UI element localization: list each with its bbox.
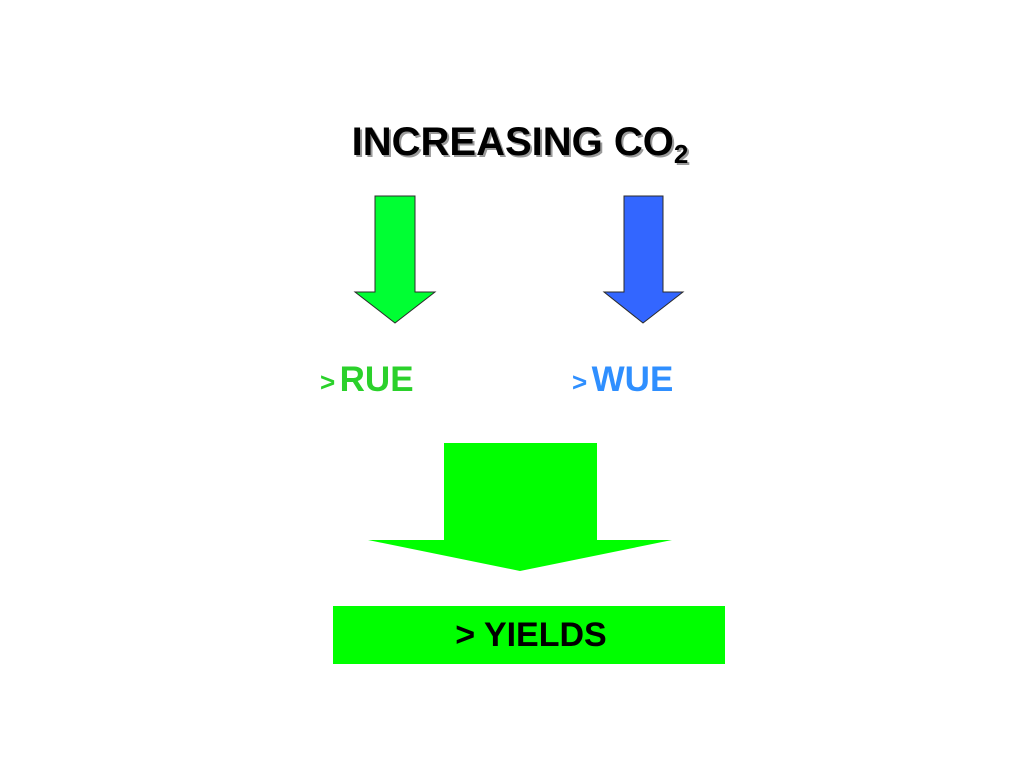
wue-label: > WUE — [572, 360, 673, 400]
slide-title: INCREASING CO2 — [0, 120, 1024, 170]
yields-down-arrow — [368, 443, 672, 571]
rue-down-arrow — [353, 195, 437, 324]
rue-label: > RUE — [320, 360, 414, 400]
yields-box: > YIELDS — [333, 606, 725, 664]
rue-prefix: > — [320, 367, 336, 397]
title-text: INCREASING CO — [351, 120, 674, 164]
wue-prefix: > — [572, 367, 588, 397]
yields-label: > YIELDS — [455, 615, 607, 654]
wue-text: WUE — [591, 360, 674, 399]
wue-down-arrow — [602, 195, 685, 324]
title-subscript: 2 — [673, 139, 689, 169]
rue-text: RUE — [339, 360, 414, 399]
